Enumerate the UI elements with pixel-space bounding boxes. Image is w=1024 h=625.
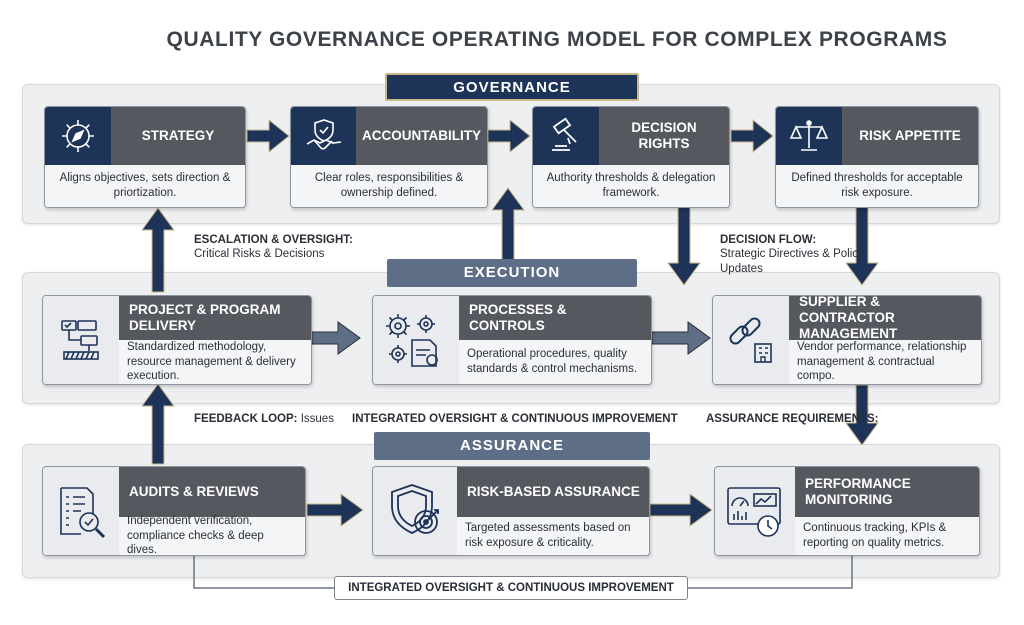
escalation-annotation: ESCALATION & OVERSIGHT: Critical Risks &… — [194, 233, 353, 262]
card-title: SUPPLIER & CONTRACTOR MANAGEMENT — [789, 296, 981, 341]
card-description: Continuous tracking, KPIs & reporting on… — [795, 517, 979, 555]
gavel-icon — [533, 107, 599, 165]
governance-label: GOVERNANCE — [385, 73, 639, 101]
decision-rights-card: DECISION RIGHTS Authority thresholds & d… — [532, 106, 730, 208]
card-description: Authority thresholds & delegation framew… — [533, 165, 729, 207]
balance-scale-icon — [776, 107, 842, 165]
card-description: Operational procedures, quality standard… — [459, 340, 651, 384]
dashboard-icon — [715, 467, 795, 555]
escalation-title: ESCALATION & OVERSIGHT: — [194, 234, 353, 246]
decision-flow-title: DECISION FLOW: — [720, 234, 817, 246]
card-title: PERFORMANCE MONITORING — [795, 467, 979, 517]
assurance-label: ASSURANCE — [374, 432, 650, 460]
card-title: ACCOUNTABILITY — [356, 107, 487, 165]
card-description: Vendor performance, relationship managem… — [789, 340, 981, 384]
processes-controls-card: PROCESSES & CONTROLS Operational procedu… — [372, 295, 652, 385]
card-title: AUDITS & REVIEWS — [119, 467, 305, 517]
card-description: Independent verification, compliance che… — [119, 515, 305, 555]
supplier-contractor-card: SUPPLIER & CONTRACTOR MANAGEMENT Vendor … — [712, 295, 982, 385]
card-description: Clear roles, responsibilities & ownershi… — [291, 165, 487, 207]
card-description: Defined thresholds for acceptable risk e… — [776, 165, 978, 207]
card-title: RISK APPETITE — [842, 107, 978, 165]
execution-label: EXECUTION — [387, 259, 637, 287]
escalation-text: Critical Risks & Decisions — [194, 248, 325, 261]
card-description: Aligns objectives, sets direction & prio… — [45, 165, 245, 207]
decision-flow-text: Strategic Directives & Policy Updates — [720, 248, 864, 275]
shield-target-icon — [373, 467, 457, 555]
card-title: PROCESSES & CONTROLS — [459, 296, 651, 340]
integrated-oversight-bottom: INTEGRATED OVERSIGHT & CONTINUOUS IMPROV… — [334, 576, 688, 600]
risk-based-assurance-card: RISK-BASED ASSURANCE Targeted assessment… — [372, 466, 650, 556]
checklist-magnifier-icon — [43, 467, 119, 555]
assurance-requirements-annotation: ASSURANCE REQUIREMENTS: — [706, 413, 879, 425]
feedback-loop-annotation: FEEDBACK LOOP: Issues — [194, 412, 334, 426]
card-title: PROJECT & PROGRAM DELIVERY — [119, 296, 311, 340]
compass-gear-icon — [45, 107, 111, 165]
card-description: Standardized methodology, resource manag… — [119, 340, 311, 384]
audits-reviews-card: AUDITS & REVIEWS Independent verificatio… — [42, 466, 306, 556]
project-program-delivery-card: PROJECT & PROGRAM DELIVERY Standardized … — [42, 295, 312, 385]
handshake-shield-icon — [291, 107, 356, 165]
decision-flow-annotation: DECISION FLOW: Strategic Directives & Po… — [720, 233, 870, 276]
integrated-oversight-middle: INTEGRATED OVERSIGHT & CONTINUOUS IMPROV… — [352, 413, 678, 425]
chain-building-icon — [713, 296, 789, 384]
accountability-card: ACCOUNTABILITY Clear roles, responsibili… — [290, 106, 488, 208]
card-title: DECISION RIGHTS — [599, 107, 729, 165]
feedback-loop-title: FEEDBACK LOOP: — [194, 413, 298, 425]
feedback-loop-text: Issues — [300, 413, 334, 425]
risk-appetite-card: RISK APPETITE Defined thresholds for acc… — [775, 106, 979, 208]
gears-document-icon — [373, 296, 459, 384]
card-title: RISK-BASED ASSURANCE — [457, 467, 649, 517]
performance-monitoring-card: PERFORMANCE MONITORING Continuous tracki… — [714, 466, 980, 556]
card-title: STRATEGY — [111, 107, 245, 165]
workflow-icon — [43, 296, 119, 384]
strategy-card: STRATEGY Aligns objectives, sets directi… — [44, 106, 246, 208]
card-description: Targeted assessments based on risk expos… — [457, 517, 649, 555]
page-title: QUALITY GOVERNANCE OPERATING MODEL FOR C… — [166, 28, 948, 51]
